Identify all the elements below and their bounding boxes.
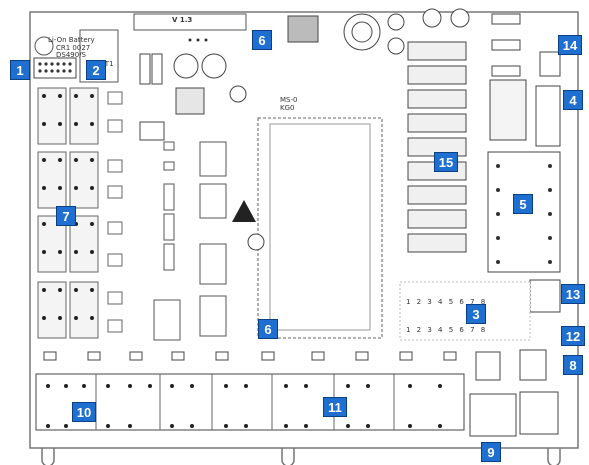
capacitor-c1	[139, 53, 151, 85]
big-cap-d	[387, 37, 405, 55]
callout-13: 13	[561, 284, 585, 304]
diode-round	[229, 85, 247, 103]
header-9-right	[519, 391, 559, 435]
chip-column	[153, 141, 227, 341]
header-8	[519, 349, 547, 381]
callout-10: 10	[72, 402, 96, 422]
diode-row-mid	[491, 39, 521, 51]
callout-14: 14	[558, 35, 582, 55]
esd-warning-icon	[232, 200, 256, 222]
row-digits-b: 1 2 3 4 5 6 7 8	[406, 326, 488, 334]
top-connector-strip	[133, 13, 247, 31]
led-row	[43, 351, 457, 361]
bottom-mounting-tabs	[41, 448, 561, 465]
terminal-strip-pins	[46, 384, 442, 428]
ethernet-jack	[469, 393, 517, 437]
big-cap-c	[450, 8, 470, 28]
connector-header-1	[33, 57, 77, 79]
callout-6-top: 6	[252, 30, 272, 50]
callout-4: 4	[563, 90, 583, 110]
kg-label: KG0	[280, 104, 295, 112]
fuse-array	[407, 41, 467, 253]
led-14	[539, 51, 561, 77]
callout-6-bottom: 6	[258, 319, 278, 339]
callout-5: 5	[513, 194, 533, 214]
callout-12: 12	[561, 326, 585, 346]
callout-9: 9	[481, 442, 501, 462]
big-cap-a	[387, 13, 405, 31]
battery-cell	[34, 36, 54, 56]
capacitor-c2	[151, 53, 163, 85]
terminal-strip-bottom	[35, 373, 465, 431]
chip-near-8	[475, 351, 501, 381]
callout-11: 11	[323, 397, 347, 417]
module-socket-inner	[269, 123, 371, 331]
callout-3: 3	[466, 304, 486, 324]
callout-15: 15	[434, 152, 458, 172]
transformer	[287, 15, 319, 43]
dip-area-3	[399, 281, 531, 341]
battery-sub2-label: DS490/S	[56, 51, 86, 59]
version-label: V 1.3	[172, 16, 193, 24]
relay-right-large	[489, 79, 527, 141]
regulator-chip	[175, 87, 205, 115]
fuse-label: BT1	[100, 60, 114, 68]
terminal-right-4	[535, 85, 561, 147]
callout-7: 7	[56, 206, 76, 226]
battery-label: Li-On Battery	[48, 36, 95, 44]
ms-label: MS-0	[280, 96, 298, 104]
diode-row-bot	[491, 65, 521, 77]
inductor-l1	[173, 53, 199, 79]
row-digits-a: 1 2 3 4 5 6 7 8	[406, 298, 488, 306]
socket-mount-hole	[247, 233, 265, 251]
callout-2: 2	[86, 60, 106, 80]
inductor-l2	[201, 53, 227, 79]
diode-row-top	[491, 13, 521, 25]
big-cap-b	[422, 8, 442, 28]
battery-sub-label: CR1 0027	[56, 44, 91, 52]
module-socket	[257, 117, 383, 339]
terminal-block-small	[139, 121, 165, 141]
callout-8: 8	[563, 355, 583, 375]
callout-1: 1	[10, 60, 30, 80]
header-13	[529, 279, 561, 313]
relay-driver-headers	[107, 91, 123, 333]
